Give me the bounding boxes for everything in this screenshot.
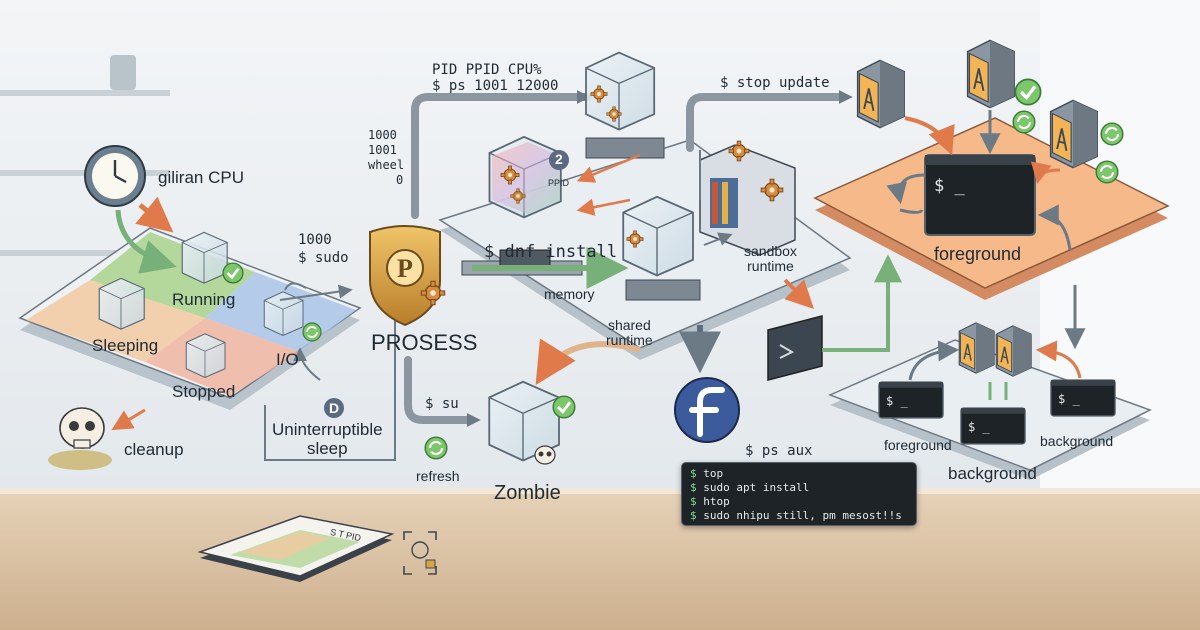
refresh-icon	[1095, 160, 1119, 184]
ps-command-label: $ ps 1001 12000	[432, 78, 559, 94]
app-icon	[958, 321, 996, 375]
prompt-small: $ _	[1058, 392, 1080, 406]
io-label: I/O	[276, 350, 299, 369]
uninterruptible-sleep-label: Uninterruptible sleep	[272, 420, 383, 458]
skull-icon	[534, 445, 556, 465]
sandbox-runtime-label: sandbox runtime	[744, 243, 797, 274]
background-main-label: background	[948, 464, 1037, 483]
refresh-icon	[424, 436, 448, 460]
prosess-title: PROSESS	[371, 330, 478, 355]
d-badge	[324, 398, 344, 418]
mini-terminal-icon	[767, 315, 823, 381]
ps-aux-label: $ ps aux	[745, 443, 813, 459]
ppid-label: PPID	[548, 178, 570, 188]
badge-2	[549, 150, 569, 170]
sudo-uid-label: 1000	[298, 232, 332, 248]
refresh-icon	[1100, 122, 1124, 146]
foreground-terminal	[924, 154, 1036, 236]
foreground-prompt: $ _	[934, 176, 965, 196]
shared-runtime-label: shared runtime	[606, 317, 653, 348]
check-icon	[552, 395, 576, 419]
calculator-icon	[197, 515, 395, 582]
terminal-line: $ sudo nhipu still, pm mesost!!s	[690, 509, 902, 522]
terminal-line: $ sudo apt install	[690, 481, 810, 494]
terminal-window[interactable]: $ top $ sudo apt install $ htop $ sudo n…	[681, 462, 917, 526]
terminal-line: $ top	[690, 467, 724, 480]
clock-icon	[84, 145, 146, 207]
running-label: Running	[172, 290, 236, 309]
prompt-small: $ _	[968, 420, 990, 434]
sleeping-label: Sleeping	[92, 336, 159, 355]
giliran-cpu-label: giliran CPU	[158, 168, 244, 187]
face-lock-icon	[403, 531, 437, 575]
id-list: 1000 1001 wheel 0	[368, 128, 404, 188]
sudo-command-label: $ sudo	[298, 250, 349, 266]
foreground-small-label: foreground	[884, 437, 952, 453]
foreground-main-label: foreground	[934, 244, 1022, 264]
app-icon	[856, 59, 906, 129]
stopped-label: Stopped	[172, 382, 236, 401]
dnf-install-label: $ dnf install	[484, 242, 618, 262]
d-badge-label: D	[329, 400, 340, 416]
memory-label: memory	[544, 286, 595, 302]
svg-text:P: P	[397, 254, 413, 283]
cleanup-label: cleanup	[124, 440, 184, 459]
refresh-icon	[1012, 110, 1036, 134]
background-small-label: background	[1040, 433, 1114, 449]
badge-2-label: 2	[555, 151, 563, 167]
refresh-icon	[302, 322, 322, 342]
app-icon	[1049, 99, 1099, 169]
prompt-small: $ _	[886, 394, 908, 408]
skull-icon	[48, 407, 112, 470]
stop-update-label: $ stop update	[720, 75, 830, 91]
id-list-item: 0	[396, 173, 404, 187]
id-list-item: wheel	[368, 158, 405, 172]
refresh-label: refresh	[416, 468, 460, 484]
ps-header-label: PID PPID CPU%	[432, 62, 542, 78]
zombie-label: Zombie	[494, 482, 561, 504]
check-icon	[222, 262, 244, 284]
terminal-line: $ htop	[690, 495, 730, 508]
id-list-item: 1001	[368, 143, 397, 157]
running-cube	[181, 231, 228, 284]
app-icon	[995, 324, 1033, 378]
su-label: $ su	[425, 396, 459, 412]
stopped-cube	[185, 333, 226, 378]
server-icon	[699, 144, 796, 256]
fedora-icon	[674, 377, 740, 443]
shield-p-icon: P	[369, 225, 441, 327]
sleeping-cube	[98, 277, 145, 330]
memory-chip-icon	[461, 249, 583, 276]
id-list-item: 1000	[368, 128, 397, 142]
app-icon	[966, 39, 1016, 109]
check-icon	[1014, 78, 1042, 106]
